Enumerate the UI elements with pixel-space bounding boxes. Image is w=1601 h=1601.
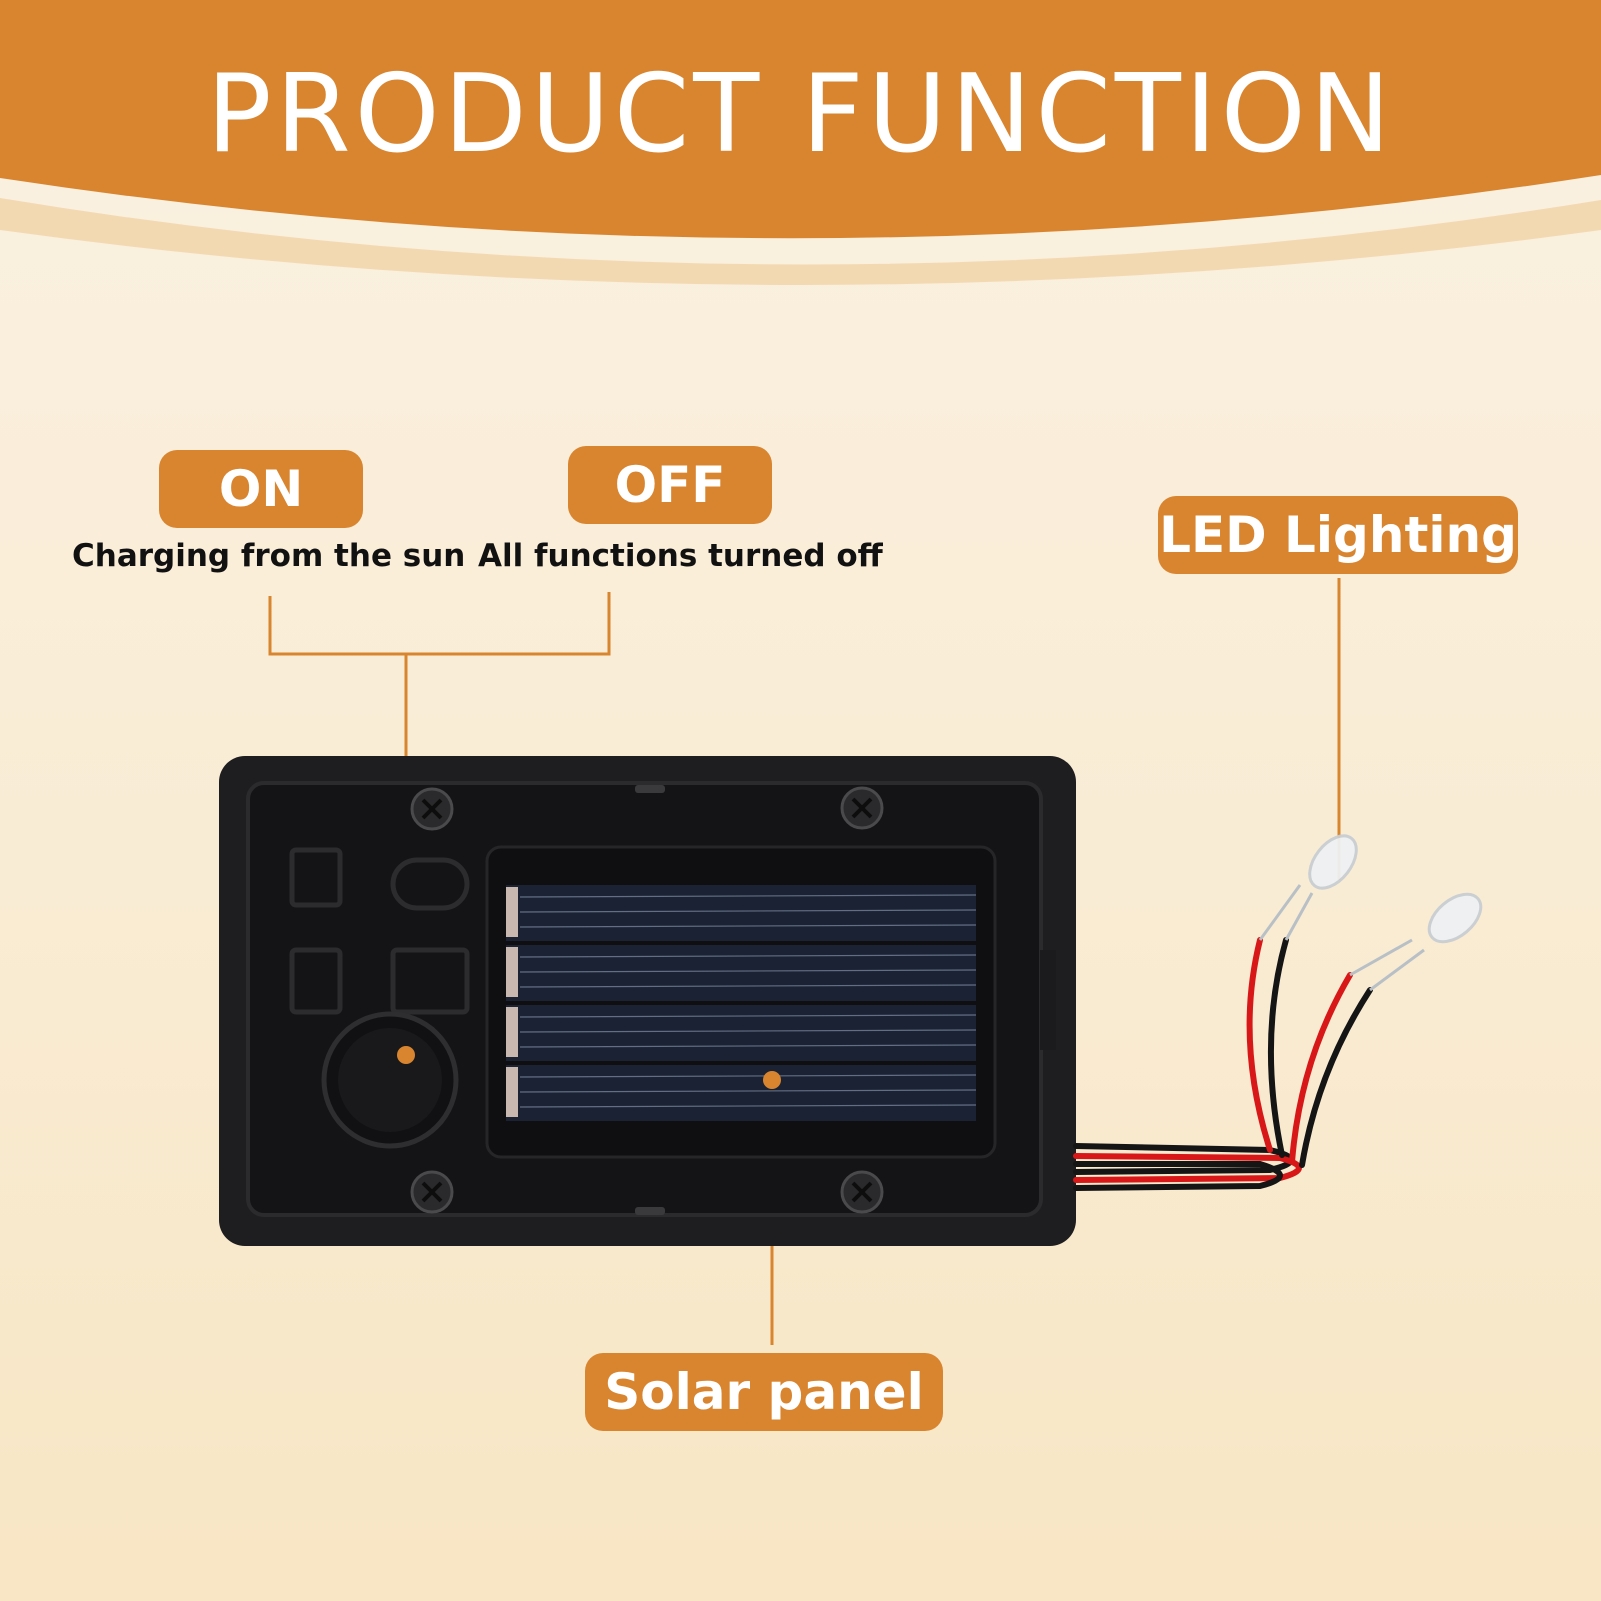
embossed-markings	[289, 847, 470, 1015]
switch-button	[338, 1028, 442, 1132]
off-label: OFF	[568, 446, 772, 524]
off-description: All functions turned off	[478, 538, 883, 574]
screw-top-right-icon	[840, 786, 884, 830]
led-bulb-2-icon	[1349, 892, 1483, 992]
solar-cell-2	[506, 945, 976, 1001]
solar-panel-label: Solar panel	[585, 1353, 943, 1431]
switch-callout-dot	[397, 1046, 415, 1064]
power-switch	[321, 1011, 459, 1149]
bin-mark	[289, 847, 343, 908]
solar-cell-3	[506, 1005, 976, 1061]
screw-bottom-left-icon	[410, 1170, 454, 1214]
wire-led1-black	[1267, 937, 1289, 1158]
banner-shadow	[0, 198, 1601, 285]
page-title: PRODUCT FUNCTION	[206, 52, 1395, 177]
led-bulb-1-icon	[1258, 834, 1358, 941]
switch-callout-bracket	[268, 592, 611, 656]
wires	[1073, 937, 1373, 1191]
solar-cell-contacts	[506, 887, 518, 1117]
wire-led2-black	[1299, 987, 1373, 1168]
solar-callout-dot	[763, 1071, 781, 1089]
header-banner	[0, 0, 1601, 285]
solar-cell-4	[506, 1065, 976, 1121]
on-mark	[289, 947, 343, 1015]
screws	[410, 786, 884, 1214]
banner-fill	[0, 0, 1601, 239]
top-clip	[635, 785, 665, 793]
on-description: Charging from the sun	[72, 538, 466, 574]
device-side-tab	[1040, 950, 1056, 1050]
screw-bottom-right-icon	[840, 1170, 884, 1214]
wire-led2-red	[1289, 972, 1353, 1165]
ce-mark	[390, 857, 470, 911]
on-label: ON	[159, 450, 363, 528]
off-mark	[390, 947, 470, 1015]
solar-cell-1	[506, 885, 976, 941]
screw-top-left-icon	[410, 787, 454, 831]
solar-panel-module	[485, 845, 997, 1159]
led-lighting-label: LED Lighting	[1158, 496, 1518, 574]
wire-bundle-black-2	[1073, 1161, 1283, 1191]
wire-led1-red	[1246, 937, 1273, 1153]
bottom-clip	[635, 1207, 665, 1215]
solar-cell-lines	[519, 894, 977, 1108]
